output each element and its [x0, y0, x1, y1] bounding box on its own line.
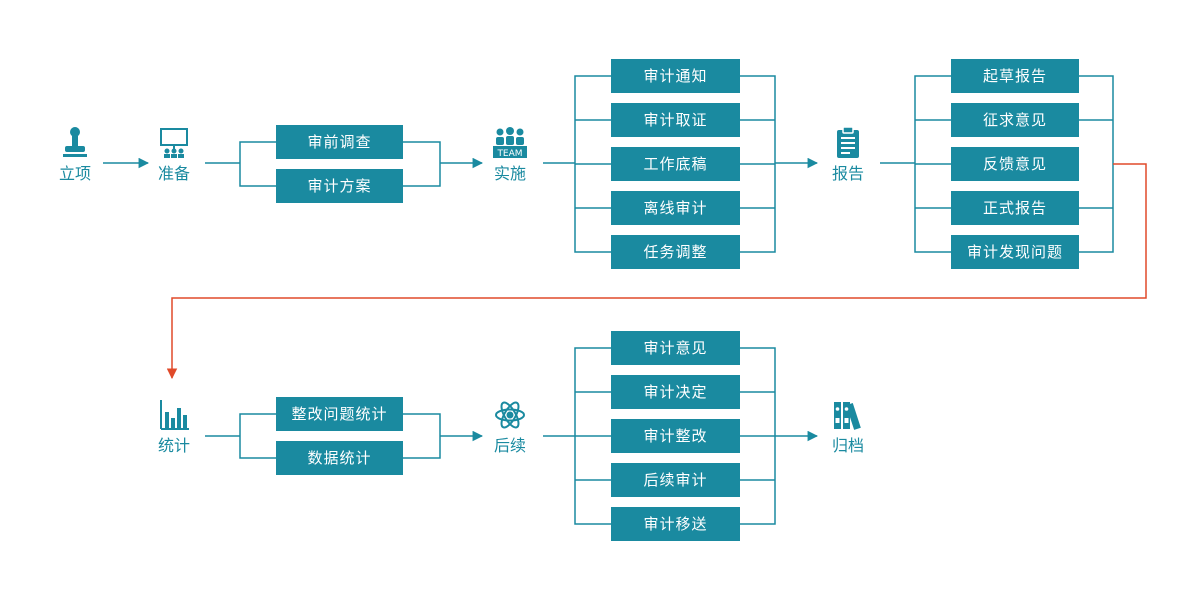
- bracket-stat-left: [239, 413, 276, 459]
- binders-icon: [808, 398, 888, 432]
- task-impl-1[interactable]: 审计通知: [611, 59, 740, 93]
- task-stat-1[interactable]: 整改问题统计: [276, 397, 403, 431]
- stage-houxu[interactable]: 后续: [470, 398, 550, 456]
- bracket-prep-right: [403, 141, 441, 187]
- stage-label: 准备: [157, 164, 190, 183]
- bracket-followup-right: [740, 347, 776, 525]
- stage-lixiang[interactable]: 立项: [35, 126, 115, 184]
- stage-shishi[interactable]: TEAM 实施: [470, 126, 550, 184]
- bracket-impl-right: [740, 75, 776, 253]
- bracket-prep-left: [239, 141, 276, 187]
- task-followup-1[interactable]: 审计意见: [611, 331, 740, 365]
- task-impl-2[interactable]: 审计取证: [611, 103, 740, 137]
- task-report-2[interactable]: 征求意见: [951, 103, 1079, 137]
- task-followup-2[interactable]: 审计决定: [611, 375, 740, 409]
- task-report-1[interactable]: 起草报告: [951, 59, 1079, 93]
- task-impl-5[interactable]: 任务调整: [611, 235, 740, 269]
- task-impl-4[interactable]: 离线审计: [611, 191, 740, 225]
- task-prep-1[interactable]: 审前调查: [276, 125, 403, 159]
- task-impl-3[interactable]: 工作底稿: [611, 147, 740, 181]
- stage-label: 后续: [493, 436, 526, 455]
- svg-text:TEAM: TEAM: [496, 149, 522, 159]
- arrow-report-to-tongji: [166, 163, 1147, 380]
- stage-tongji[interactable]: 统计: [134, 398, 214, 456]
- bracket-followup-left: [574, 347, 611, 525]
- atom-icon: [470, 398, 550, 432]
- task-prep-2[interactable]: 审计方案: [276, 169, 403, 203]
- presentation-board-icon: [134, 126, 214, 160]
- task-followup-4[interactable]: 后续审计: [611, 463, 740, 497]
- stage-zhunbei[interactable]: 准备: [134, 126, 214, 184]
- bracket-report-left: [914, 75, 951, 253]
- task-followup-5[interactable]: 审计移送: [611, 507, 740, 541]
- bracket-impl-left: [574, 75, 611, 253]
- stage-label: 报告: [831, 164, 864, 183]
- bar-chart-icon: [134, 398, 214, 432]
- task-report-3[interactable]: 反馈意见: [951, 147, 1079, 181]
- stage-label: 归档: [831, 436, 864, 455]
- stage-baogao[interactable]: 报告: [808, 126, 888, 184]
- task-report-4[interactable]: 正式报告: [951, 191, 1079, 225]
- stamp-icon: [35, 126, 115, 160]
- team-icon: TEAM: [470, 126, 550, 160]
- bracket-stat-right: [403, 413, 441, 459]
- task-followup-3[interactable]: 审计整改: [611, 419, 740, 453]
- task-stat-2[interactable]: 数据统计: [276, 441, 403, 475]
- stage-label: 实施: [493, 164, 526, 183]
- task-report-5[interactable]: 审计发现问题: [951, 235, 1079, 269]
- stage-label: 统计: [157, 436, 190, 455]
- bracket-report-right: [1079, 75, 1114, 253]
- stage-guidang[interactable]: 归档: [808, 398, 888, 456]
- stage-label: 立项: [58, 164, 91, 183]
- clipboard-report-icon: [808, 126, 888, 160]
